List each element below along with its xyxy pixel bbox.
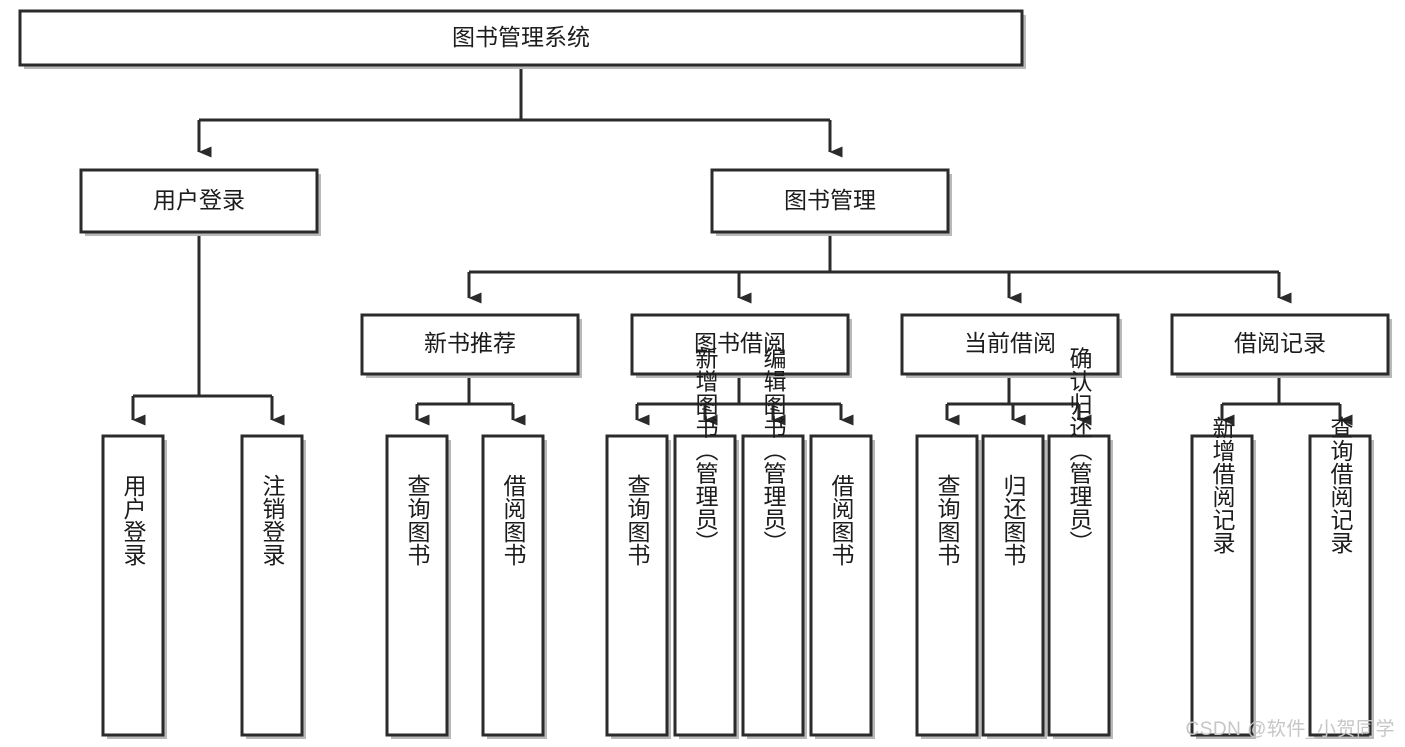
connector-lines: [131, 65, 1353, 426]
node-leaf-add-record[interactable]: 新增借阅记录: [1190, 416, 1256, 739]
node-leaf-query-book-2-box[interactable]: [605, 434, 669, 737]
node-leaf-logout-login-label: 注销登录: [259, 474, 286, 566]
node-leaf-user-login-label: 用户登录: [120, 474, 147, 566]
node-current-borrow-box[interactable]: [900, 313, 1120, 376]
node-borrow-record-box[interactable]: [1170, 313, 1390, 376]
node-leaf-borrow-book-1-label: 借阅图书: [500, 474, 527, 566]
node-current-borrow[interactable]: 当前借阅: [900, 313, 1122, 378]
node-root-label: 图书管理系统: [452, 24, 590, 50]
node-leaf-edit-book[interactable]: 编辑图书（管理员）: [741, 347, 807, 740]
node-leaf-borrow-book-1-box[interactable]: [481, 434, 545, 737]
node-leaf-query-book-1[interactable]: 查询图书: [385, 434, 451, 739]
node-book-borrow-label: 图书借阅: [694, 330, 786, 356]
node-leaf-query-record-box[interactable]: [1308, 434, 1372, 737]
node-leaf-confirm-return-label: 确认归还（管理员）: [1066, 347, 1093, 554]
node-leaf-confirm-return[interactable]: 确认归还（管理员）: [1047, 347, 1113, 740]
node-leaf-query-book-2-label: 查询图书: [624, 474, 651, 566]
node-leaf-query-record-label: 查询借阅记录: [1327, 416, 1354, 554]
node-leaf-borrow-book-2-box[interactable]: [809, 434, 873, 737]
node-book-management-label: 图书管理: [784, 187, 876, 213]
node-leaf-return-book-box[interactable]: [981, 434, 1045, 737]
node-leaf-borrow-book-1[interactable]: 借阅图书: [481, 434, 547, 739]
node-leaf-edit-book-box[interactable]: [741, 434, 805, 737]
node-new-book-recommend-label: 新书推荐: [424, 330, 516, 356]
node-leaf-add-book[interactable]: 新增图书（管理员）: [673, 347, 739, 740]
node-new-book-recommend[interactable]: 新书推荐: [360, 313, 582, 378]
node-borrow-record[interactable]: 借阅记录: [1170, 313, 1392, 378]
watermark: CSDN @软件_小贺同学: [1185, 719, 1395, 740]
node-leaf-query-record[interactable]: 查询借阅记录: [1308, 416, 1374, 739]
node-leaf-return-book-label: 归还图书: [1000, 474, 1027, 566]
node-leaf-confirm-return-box[interactable]: [1047, 434, 1111, 737]
node-leaf-add-book-label: 新增图书（管理员）: [692, 347, 719, 554]
node-leaf-return-book[interactable]: 归还图书: [981, 434, 1047, 739]
node-leaf-query-book-3-box[interactable]: [915, 434, 979, 737]
node-user-login[interactable]: 用户登录: [79, 168, 321, 236]
node-current-borrow-label: 当前借阅: [964, 330, 1056, 356]
node-leaf-query-book-1-label: 查询图书: [404, 474, 431, 566]
node-root[interactable]: 图书管理系统: [18, 9, 1026, 69]
node-leaf-query-book-1-box[interactable]: [385, 434, 449, 737]
node-leaf-query-book-3[interactable]: 查询图书: [915, 434, 981, 739]
node-root-box[interactable]: [18, 9, 1024, 67]
node-user-login-box[interactable]: [79, 168, 319, 234]
node-book-management-box[interactable]: [710, 168, 950, 234]
node-leaf-logout-login-box[interactable]: [240, 434, 304, 737]
node-leaf-user-login[interactable]: 用户登录: [101, 434, 167, 739]
node-leaf-logout-login[interactable]: 注销登录: [240, 434, 306, 739]
node-leaf-add-book-box[interactable]: [673, 434, 737, 737]
node-borrow-record-label: 借阅记录: [1234, 330, 1326, 356]
node-book-management[interactable]: 图书管理: [710, 168, 952, 236]
node-user-login-label: 用户登录: [153, 187, 245, 213]
node-book-borrow-box[interactable]: [630, 313, 850, 376]
node-leaf-add-record-label: 新增借阅记录: [1209, 416, 1236, 554]
node-leaf-user-login-box[interactable]: [101, 434, 165, 737]
node-leaf-add-record-box[interactable]: [1190, 434, 1254, 737]
node-leaf-borrow-book-2[interactable]: 借阅图书: [809, 434, 875, 739]
node-leaf-query-book-2[interactable]: 查询图书: [605, 434, 671, 739]
node-leaf-query-book-3-label: 查询图书: [934, 474, 961, 566]
node-book-borrow[interactable]: 图书借阅: [630, 313, 852, 378]
node-leaf-borrow-book-2-label: 借阅图书: [828, 474, 855, 566]
node-new-book-recommend-box[interactable]: [360, 313, 580, 376]
node-leaf-edit-book-label: 编辑图书（管理员）: [760, 347, 787, 554]
